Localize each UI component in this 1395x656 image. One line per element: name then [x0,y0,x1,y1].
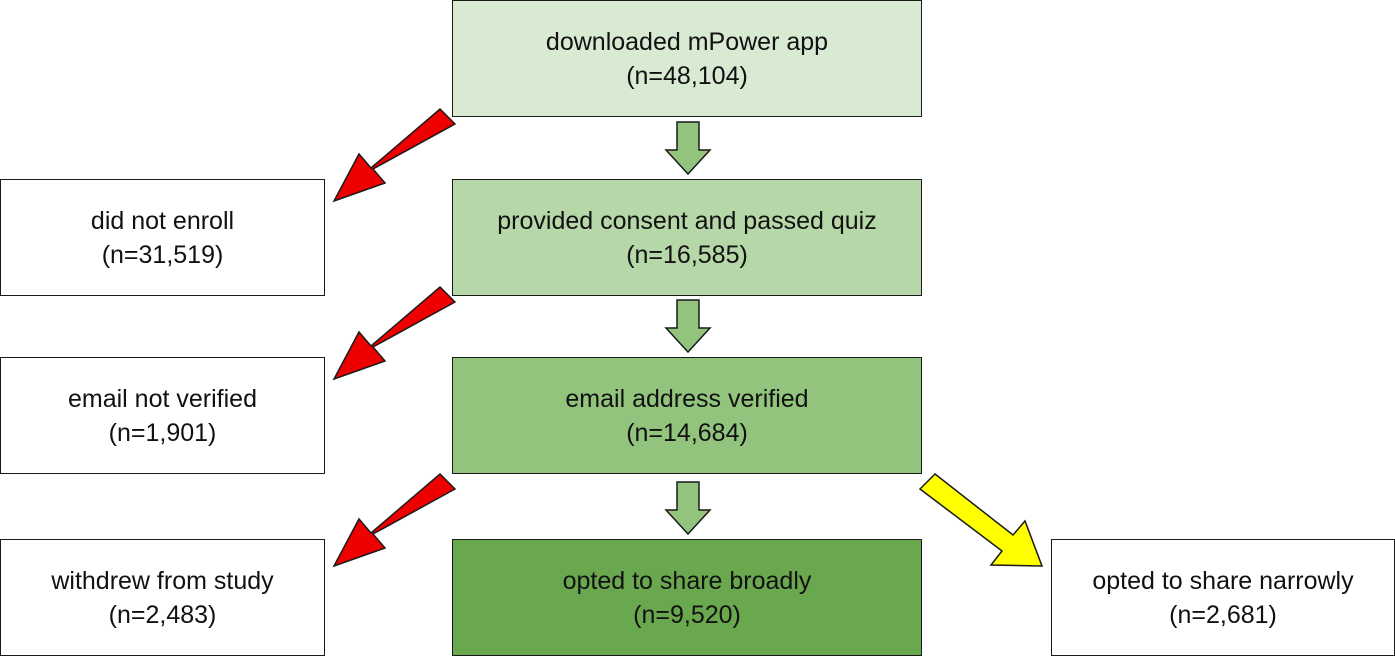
down-arrow-2 [664,299,712,354]
share-narrowly-label: opted to share narrowly [1092,566,1354,595]
stage-downloaded-box: downloaded mPower app (n=48,104) [452,0,922,117]
share-narrowly-count: (n=2,681) [1169,600,1277,629]
stage-consent-box: provided consent and passed quiz (n=16,5… [452,179,922,296]
exit-withdrew-count: (n=2,483) [108,600,217,629]
share-narrowly-box: opted to share narrowly (n=2,681) [1051,539,1395,656]
exit-arrow-1 [332,107,457,203]
stage-consent-label: provided consent and passed quiz [497,206,877,235]
exit-arrow-3 [332,472,457,568]
exit-withdrew-box: withdrew from study (n=2,483) [0,539,325,656]
narrow-arrow [918,473,1044,567]
exit-email-not-verified-label: email not verified [68,384,257,413]
stage-downloaded-label: downloaded mPower app [545,27,829,56]
stage-downloaded-count: (n=48,104) [626,61,748,90]
exit-withdrew-label: withdrew from study [51,566,274,595]
down-arrow-3 [664,481,712,536]
stage-share-broadly-count: (n=9,520) [633,600,741,629]
stage-share-broadly-box: opted to share broadly (n=9,520) [452,539,922,656]
stage-share-broadly-label: opted to share broadly [562,566,812,595]
exit-not-enrolled-box: did not enroll (n=31,519) [0,179,325,296]
down-arrow-1 [664,121,712,176]
exit-not-enrolled-count: (n=31,519) [101,240,224,269]
stage-consent-count: (n=16,585) [626,240,748,269]
exit-arrow-2 [332,285,457,381]
exit-email-not-verified-box: email not verified (n=1,901) [0,357,325,474]
stage-email-verified-box: email address verified (n=14,684) [452,357,922,474]
exit-email-not-verified-count: (n=1,901) [108,418,217,447]
exit-not-enrolled-label: did not enroll [90,206,235,235]
stage-email-verified-label: email address verified [565,384,809,413]
stage-email-verified-count: (n=14,684) [626,418,748,447]
